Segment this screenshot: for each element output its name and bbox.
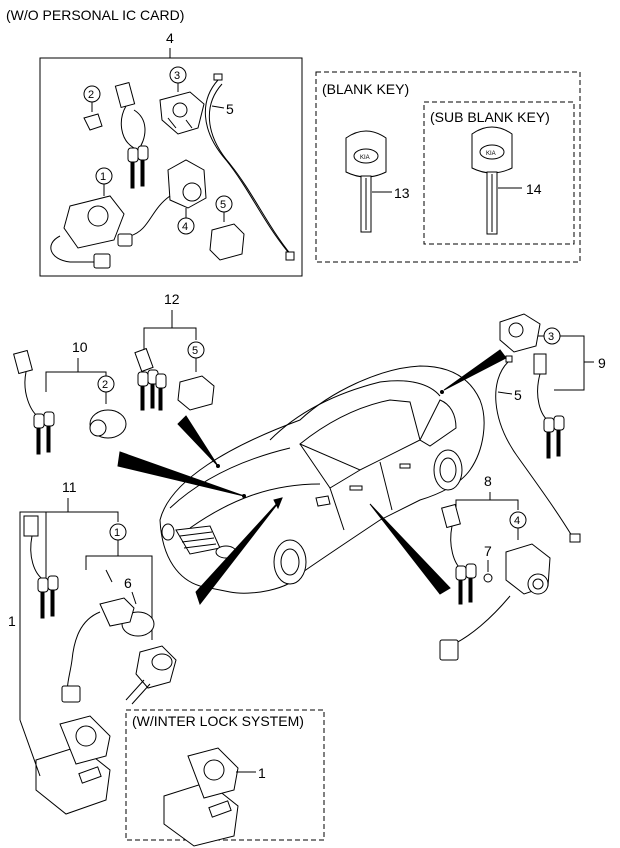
group-10: 10 2 [13, 339, 127, 455]
callout-1-inter: 1 [258, 765, 266, 781]
door-lock-part-4: 4 [117, 159, 207, 247]
group-9: 3 9 5 [495, 313, 606, 543]
callout-5: 5 [192, 345, 198, 357]
group-11: 11 1 6 1 [8, 479, 177, 815]
callout-7: 7 [484, 543, 492, 559]
group-12: 12 5 [134, 291, 215, 411]
sub-blank-key-14: KIA 14 [471, 126, 542, 235]
callout-12: 12 [164, 291, 180, 307]
wo-ic-card-box [39, 57, 303, 277]
header-inter-lock-system: (W/INTER LOCK SYSTEM) [132, 713, 304, 729]
callout-9: 9 [598, 355, 606, 371]
callout-4: 4 [182, 221, 188, 233]
callout-1: 1 [114, 527, 120, 539]
callout-4: 4 [514, 515, 520, 527]
cable-part-5: 5 [205, 73, 295, 261]
blank-key-13: KIA 13 [345, 130, 410, 233]
header-wo-personal-ic-card: (W/O PERSONAL IC CARD) [6, 7, 184, 23]
trunk-lock-part-3: 3 [159, 66, 205, 135]
callout-2: 2 [102, 379, 108, 391]
inter-lock-box [125, 709, 325, 841]
header-blank-key: (BLANK KEY) [322, 81, 409, 97]
lock-cylinder-part-2: 2 [83, 85, 103, 131]
callout-5-cable: 5 [226, 101, 234, 117]
callout-5: 5 [514, 387, 522, 403]
group-8: 8 4 7 [439, 473, 551, 661]
callout-3: 3 [548, 331, 554, 343]
callout-4-group: 4 [166, 30, 174, 46]
callout-10: 10 [72, 339, 88, 355]
svg-text:KIA: KIA [486, 151, 496, 157]
ignition-switch-part-1: 1 [50, 167, 125, 269]
callout-2: 2 [88, 89, 94, 101]
svg-text:KIA: KIA [360, 155, 370, 161]
key-set-box [114, 81, 149, 189]
blank-key-box [315, 71, 581, 263]
sub-blank-key-box [423, 101, 575, 245]
pointer-wedges [117, 349, 507, 606]
callout-1-left: 1 [8, 613, 16, 629]
callout-5: 5 [220, 199, 226, 211]
callout-8: 8 [484, 473, 492, 489]
ignition-switch-inter-lock: 1 [163, 747, 266, 847]
callout-1: 1 [100, 171, 106, 183]
callout-13: 13 [394, 185, 410, 201]
callout-11: 11 [62, 479, 77, 495]
module-part-5: 5 [209, 195, 245, 261]
callout-14: 14 [526, 181, 542, 197]
header-sub-blank-key: (SUB BLANK KEY) [430, 109, 550, 125]
callout-3: 3 [174, 70, 180, 82]
callout-6: 6 [124, 575, 132, 591]
